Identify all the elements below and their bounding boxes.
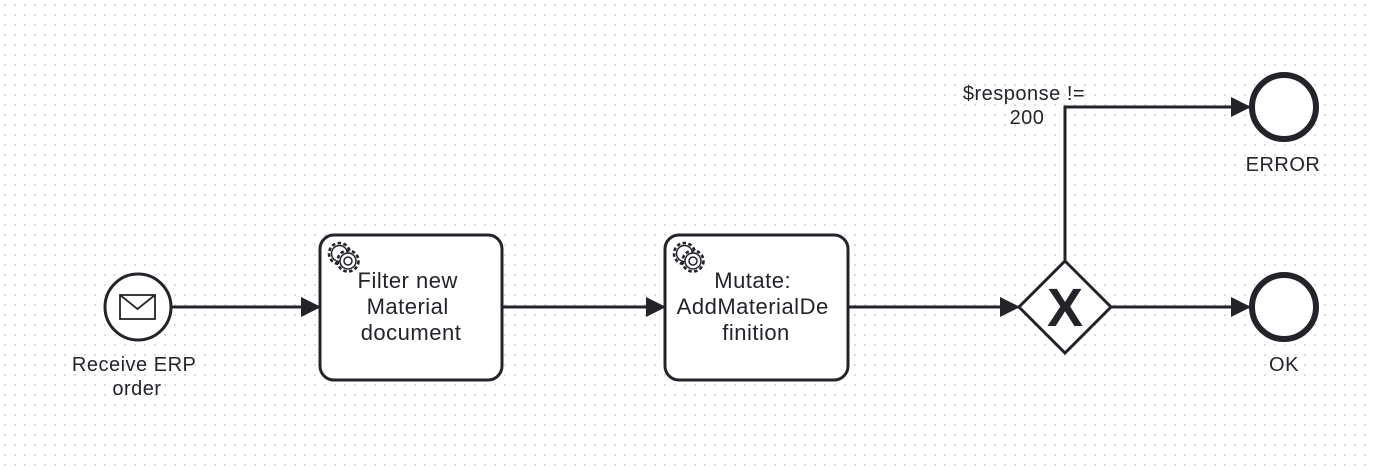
- task-mutate-label-line-1: Mutate:: [714, 268, 791, 293]
- start-event-receive-erp-order[interactable]: [103, 272, 173, 342]
- start-event-label-line-2: order: [112, 378, 161, 400]
- task-mutate-label: Mutate: AddMaterialDe finition: [677, 268, 836, 345]
- task-mutate-label-line-2: AddMaterialDe: [677, 294, 829, 319]
- task-filter-label-line-3: document: [361, 320, 462, 345]
- task-mutate-add-material-definition[interactable]: Mutate: AddMaterialDe finition: [663, 233, 850, 382]
- exclusive-gateway[interactable]: X: [1016, 258, 1114, 356]
- task-filter-new-material-document[interactable]: Filter new Material document: [318, 233, 504, 382]
- condition-label-line-1: $response !=: [963, 83, 1085, 105]
- end-event-ok-label: OK: [1269, 354, 1299, 376]
- task-filter-label-line-1: Filter new: [358, 268, 458, 293]
- gateway-x-marker: X: [1047, 278, 1083, 338]
- envelope-icon: [119, 294, 156, 320]
- flow-gateway-to-error[interactable]: [1063, 97, 1251, 261]
- task-filter-label: Filter new Material document: [358, 268, 465, 345]
- condition-label: $response != 200: [963, 83, 1091, 129]
- end-event-error-label: ERROR: [1246, 154, 1321, 176]
- gear-icon: [327, 241, 360, 273]
- start-event-label: Receive ERP order: [72, 354, 202, 400]
- end-event-ok[interactable]: [1249, 272, 1319, 342]
- condition-label-line-2: 200: [1010, 107, 1045, 129]
- task-mutate-label-line-3: finition: [722, 320, 790, 345]
- gear-icon: [672, 241, 705, 273]
- task-filter-label-line-2: Material: [367, 294, 449, 319]
- end-event-error[interactable]: [1249, 72, 1319, 142]
- start-event-label-line-1: Receive ERP: [72, 354, 196, 376]
